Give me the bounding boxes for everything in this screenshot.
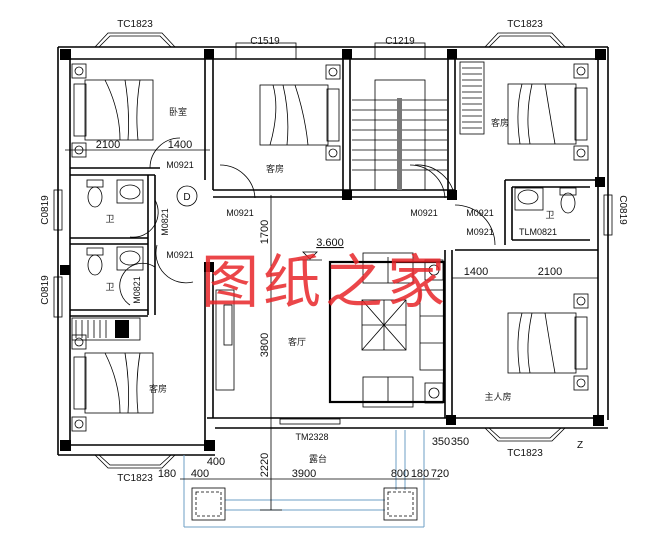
- dim-ne-door: 1400: [464, 266, 488, 278]
- dim-bottom-3900: 3900: [292, 468, 316, 480]
- door-label-main-entrance: TM2328: [295, 432, 328, 442]
- room-label-bedroom-sw: 客房: [149, 383, 167, 395]
- window-label-left-upper: C0819: [40, 195, 51, 225]
- door-label-guest-ne: M0921: [466, 208, 494, 218]
- dim-bottom-400a: 400: [191, 468, 209, 480]
- staircase: [352, 79, 447, 191]
- bay-windows: [53, 32, 613, 469]
- dim-ne-width: 2100: [538, 266, 562, 278]
- wardrobes: [71, 61, 485, 341]
- room-label-master: 主人房: [484, 391, 511, 403]
- living-furniture: [215, 252, 446, 408]
- dimension-lines: [65, 149, 598, 511]
- beds: [73, 79, 588, 414]
- door-label-bedroom-nw: M0921: [166, 160, 194, 170]
- room-label-guest-ne: 客房: [491, 117, 509, 129]
- window-label-right: C0819: [617, 195, 628, 225]
- axis-marker: D: [176, 185, 198, 207]
- dim-nw-width: 2100: [96, 139, 120, 151]
- window-label-bottom-right: TC1823: [507, 448, 543, 459]
- door-label-master: M0921: [466, 227, 494, 237]
- elevation-label: 3.600: [316, 237, 344, 249]
- dim-bottom-350a: 350: [432, 436, 450, 448]
- door-swings: [119, 137, 496, 306]
- window-label-top-mid-left: C1519: [250, 36, 280, 47]
- door-label-bath-w2: M0821: [132, 276, 142, 304]
- dim-vertical-2220: 2220: [259, 453, 271, 477]
- door-label-bedroom-sw: M0921: [166, 250, 194, 260]
- axis-marker-label: D: [183, 192, 190, 203]
- dim-bottom-180: 180: [158, 468, 176, 480]
- room-label-bath-e: 卫: [545, 211, 554, 221]
- room-label-guest-n: 客房: [266, 163, 284, 175]
- bathroom-fixtures: [86, 179, 577, 276]
- corner-mark: Z: [577, 440, 583, 451]
- structural-columns: [60, 49, 606, 451]
- room-label-terrace: 露台: [309, 453, 327, 465]
- main-entrance-door: [279, 418, 341, 425]
- door-label-guest-n: M0921: [226, 208, 254, 218]
- dim-bottom-350b: 350: [451, 436, 469, 448]
- outer-walls: [57, 46, 609, 456]
- room-label-bedroom-nw: 卧室: [169, 106, 187, 118]
- dim-bottom-180b: 180: [411, 468, 429, 480]
- dim-vertical-3800: 3800: [259, 333, 271, 357]
- room-label-living: 客厅: [288, 336, 306, 348]
- watermark-text: 图纸之家: [201, 248, 449, 316]
- dim-vertical-1700: 1700: [259, 220, 271, 244]
- window-label-top-mid-right: C1219: [385, 36, 415, 47]
- room-label-bath-w1: 卫: [105, 215, 114, 225]
- dim-bottom-400b: 400: [207, 456, 225, 468]
- window-label-top-left: TC1823: [117, 19, 153, 30]
- door-label-bath-e: TLM0821: [519, 227, 557, 237]
- window-label-left-lower: C0819: [40, 275, 51, 305]
- door-label-bath-w1: M0821: [160, 208, 170, 236]
- window-label-bottom-left: TC1823: [117, 473, 153, 484]
- window-label-top-right: TC1823: [507, 19, 543, 30]
- terrace-outline: [183, 430, 425, 528]
- dim-nw-door: 1400: [168, 139, 192, 151]
- dim-bottom-720: 720: [431, 468, 449, 480]
- dim-bottom-800: 800: [391, 468, 409, 480]
- door-label-stair: M0921: [410, 208, 438, 218]
- room-label-bath-w2: 卫: [105, 283, 114, 293]
